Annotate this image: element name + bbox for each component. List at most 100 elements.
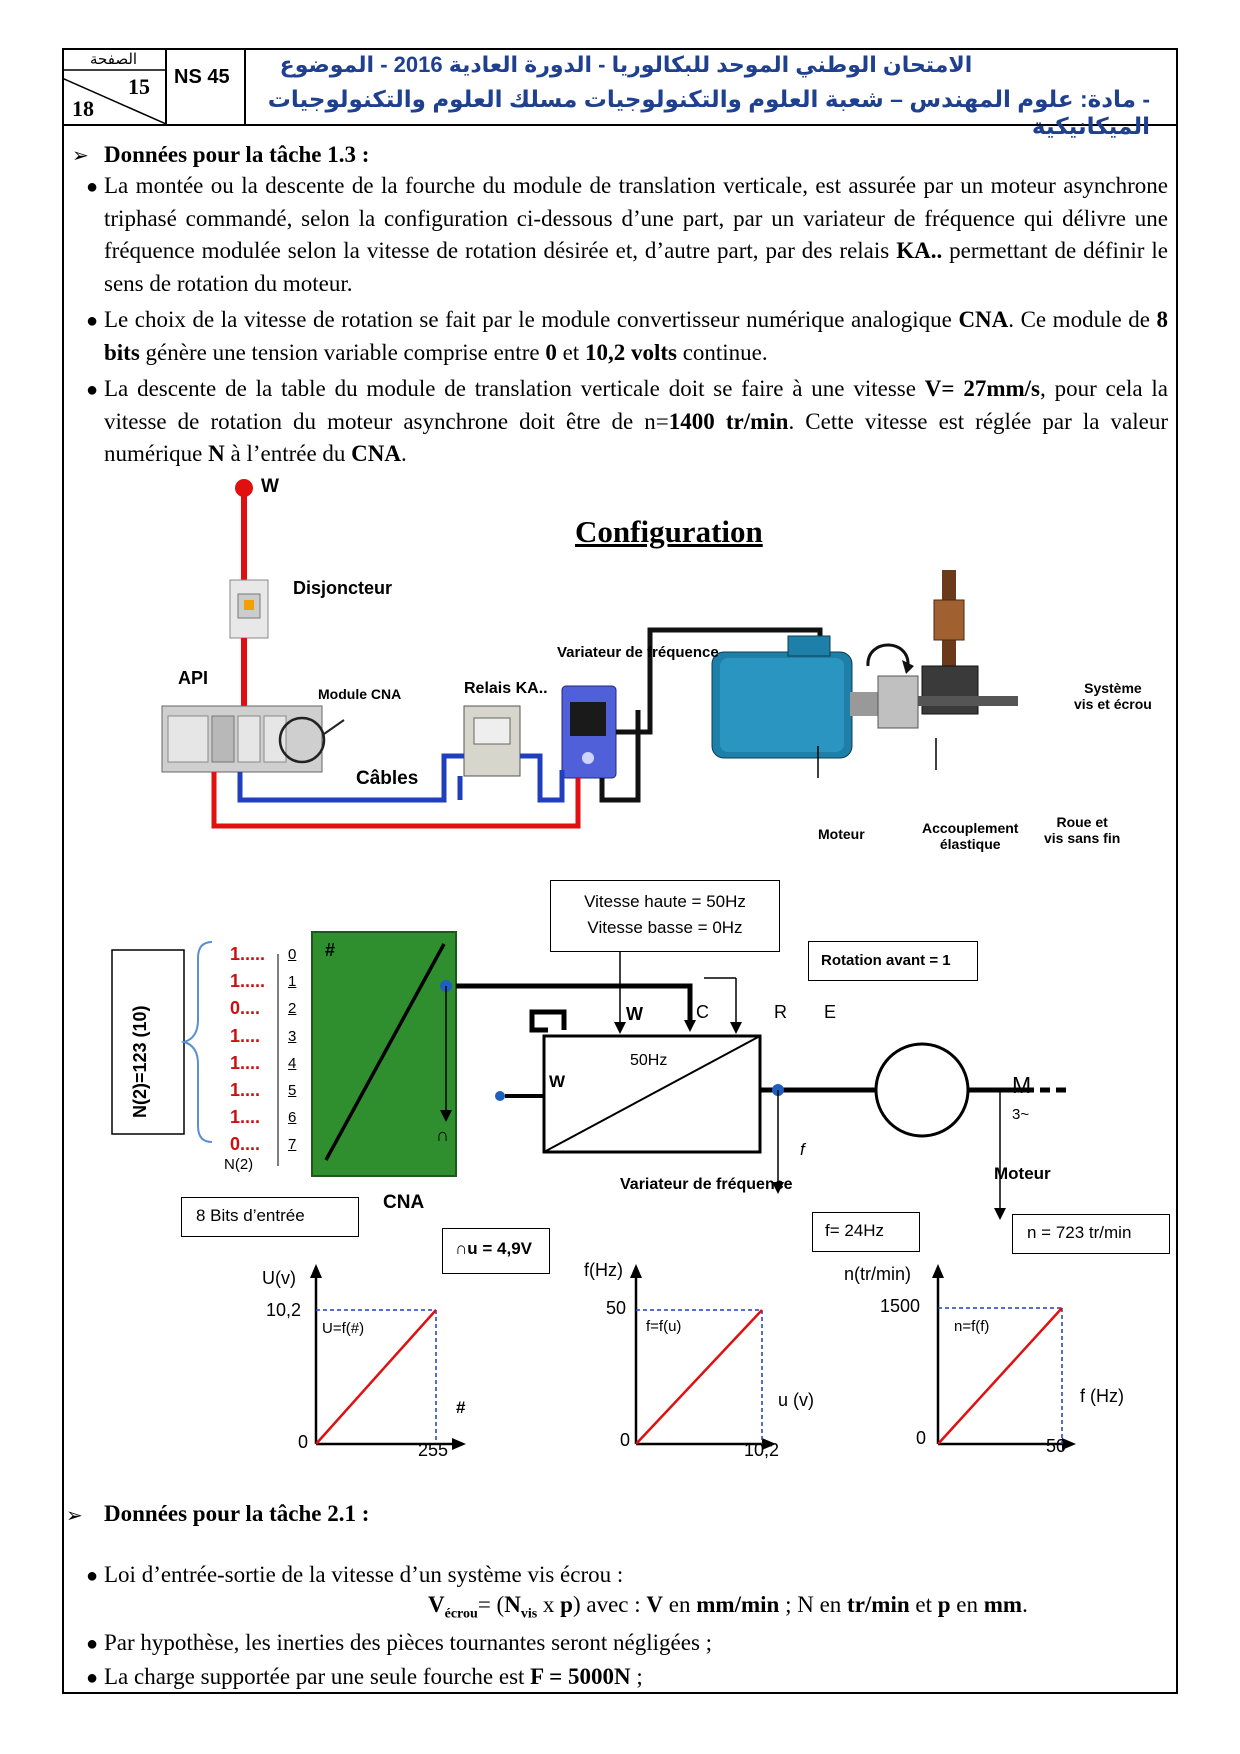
n2-label: N(2) xyxy=(224,1156,254,1173)
transfer-graphs xyxy=(310,1264,1076,1450)
variator-block-label: Variateur de fréquence xyxy=(620,1176,793,1193)
graph3-y-max: 1500 xyxy=(880,1296,921,1316)
pin-r: R xyxy=(774,1002,787,1022)
graph3-origin: 0 xyxy=(916,1428,927,1448)
variator-label: Variateur de fréquence xyxy=(557,644,719,661)
section2-paragraph-1: Loi d’entrée-sortie de la vitesse d’un s… xyxy=(104,1562,624,1587)
n-value-label: N(2)=123 (10) xyxy=(130,1005,150,1118)
block-diagram xyxy=(111,931,1068,1220)
relay-icon xyxy=(463,705,521,777)
subject-title: - مادة: علوم المهندس – شعبة العلوم والتك… xyxy=(267,86,1150,139)
brace xyxy=(180,941,213,1143)
section1-title: Données pour la tâche 1.3 : xyxy=(104,142,370,167)
graph1-origin: 0 xyxy=(298,1432,309,1452)
subject-code: NS 45 xyxy=(174,66,230,88)
configuration-illustration xyxy=(161,479,1018,829)
graph3-y-label: n(tr/min) xyxy=(844,1264,911,1284)
graph-u-vs-n xyxy=(310,1264,466,1450)
velocity-formula: Vécrou= (Nvis x p) avec : V en mm/min ; … xyxy=(428,1592,1028,1622)
module-cna-label: Module CNA xyxy=(318,686,402,702)
page-frame xyxy=(62,48,1178,1694)
motor-phase: 3~ xyxy=(1012,1106,1030,1123)
section-arrow-icon: ➢ xyxy=(66,1505,83,1527)
graph2-y-label: f(Hz) xyxy=(584,1260,623,1280)
graph2-func: f=f(u) xyxy=(646,1318,682,1335)
pin-w: W xyxy=(626,1004,643,1024)
graph2-y-max: 50 xyxy=(606,1298,627,1318)
cna-cap: ∩ xyxy=(436,1125,449,1145)
graph2-x-label: u (v) xyxy=(778,1390,814,1410)
motor-m: M xyxy=(1012,1072,1032,1098)
page-number: 15 xyxy=(128,74,150,99)
section2-title: Données pour la tâche 2.1 : xyxy=(104,1501,370,1526)
section-arrow-icon: ➢ xyxy=(72,145,89,167)
graph1-y-max: 10,2 xyxy=(266,1300,302,1320)
variator-icon xyxy=(561,685,617,779)
configuration-title: Configuration xyxy=(575,514,763,549)
graph3-func: n=f(f) xyxy=(954,1318,990,1335)
motor-symbol xyxy=(874,1042,970,1138)
graph-f-vs-u xyxy=(630,1264,776,1450)
bullet-icon: ● xyxy=(86,379,99,401)
section1-paragraph-1: La montée ou la descente de la fourche d… xyxy=(104,173,1168,296)
exam-title: الامتحان الوطني الموحد للبكالوريا - الدو… xyxy=(279,52,973,77)
rotation-box: Rotation avant = 1 xyxy=(808,941,978,981)
variator-f-symbol: f xyxy=(800,1140,805,1159)
section1-paragraph-2: Le choix de la vitesse de rotation se fa… xyxy=(104,307,1168,365)
header-divider xyxy=(62,124,1178,126)
bullet-icon: ● xyxy=(86,1667,99,1689)
graph1-func: U=f(#) xyxy=(322,1320,365,1337)
page-number-box xyxy=(62,69,166,125)
section2-paragraph-3: La charge supportée par une seule fourch… xyxy=(104,1664,643,1689)
plc-icon xyxy=(161,705,345,773)
api-label: API xyxy=(178,668,209,688)
bits-entree-box: 8 Bits d’entrée xyxy=(181,1197,359,1237)
power-source-icon xyxy=(235,479,253,497)
screw-system-icon xyxy=(918,570,1018,715)
blue-cable-1 xyxy=(237,753,464,803)
bit-values: 1.....1.....0....1.... 1....1....1....0.… xyxy=(230,944,266,1155)
blue-cable-2 xyxy=(520,753,565,803)
graph3-x-label: f (Hz) xyxy=(1080,1386,1124,1406)
bullet-icon: ● xyxy=(86,1565,99,1587)
motor-block-label: Moteur xyxy=(994,1164,1051,1183)
motor-icon xyxy=(711,635,878,759)
motor-label: Moteur xyxy=(818,826,865,842)
u-value-box: ∩u = 4,9V xyxy=(442,1228,550,1274)
graph3-x-max: 50 xyxy=(1046,1436,1067,1456)
n-value-box xyxy=(111,949,185,1135)
breaker-label: Disjoncteur xyxy=(293,578,393,598)
page-total: 18 xyxy=(72,96,94,121)
relay-label: Relais KA.. xyxy=(464,680,548,697)
graph-n-vs-f xyxy=(932,1264,1076,1450)
section2-paragraph-2: Par hypothèse, les inerties des pièces t… xyxy=(104,1630,713,1655)
f-output-box: f= 24Hz xyxy=(812,1212,920,1252)
breaker-icon xyxy=(229,579,269,639)
pin-e: E xyxy=(824,1002,837,1022)
variator-w-input: W xyxy=(549,1072,566,1091)
graph1-x-label: # xyxy=(456,1398,466,1417)
bullet-icon: ● xyxy=(86,176,99,198)
cables-label: Câbles xyxy=(356,768,419,789)
cna-hash: # xyxy=(325,940,336,960)
power-w-label: W xyxy=(261,476,279,497)
red-cable xyxy=(211,772,581,829)
graph1-y-label: U(v) xyxy=(262,1268,296,1288)
bullet-icon: ● xyxy=(86,1633,99,1655)
cna-label: CNA xyxy=(383,1192,425,1213)
graph1-x-max: 255 xyxy=(418,1440,449,1460)
header-sep-2 xyxy=(244,48,246,126)
bullet-icon: ● xyxy=(86,310,99,332)
variator-frequency: 50Hz xyxy=(630,1052,668,1069)
section1-paragraph-3: La descente de la table du module de tra… xyxy=(104,376,1169,466)
page-label: الصفحة xyxy=(90,51,138,68)
pin-c: C xyxy=(696,1002,709,1022)
header-sep-1 xyxy=(165,48,167,126)
graph2-origin: 0 xyxy=(620,1430,631,1450)
n-output-box: n = 723 tr/min xyxy=(1012,1214,1170,1254)
